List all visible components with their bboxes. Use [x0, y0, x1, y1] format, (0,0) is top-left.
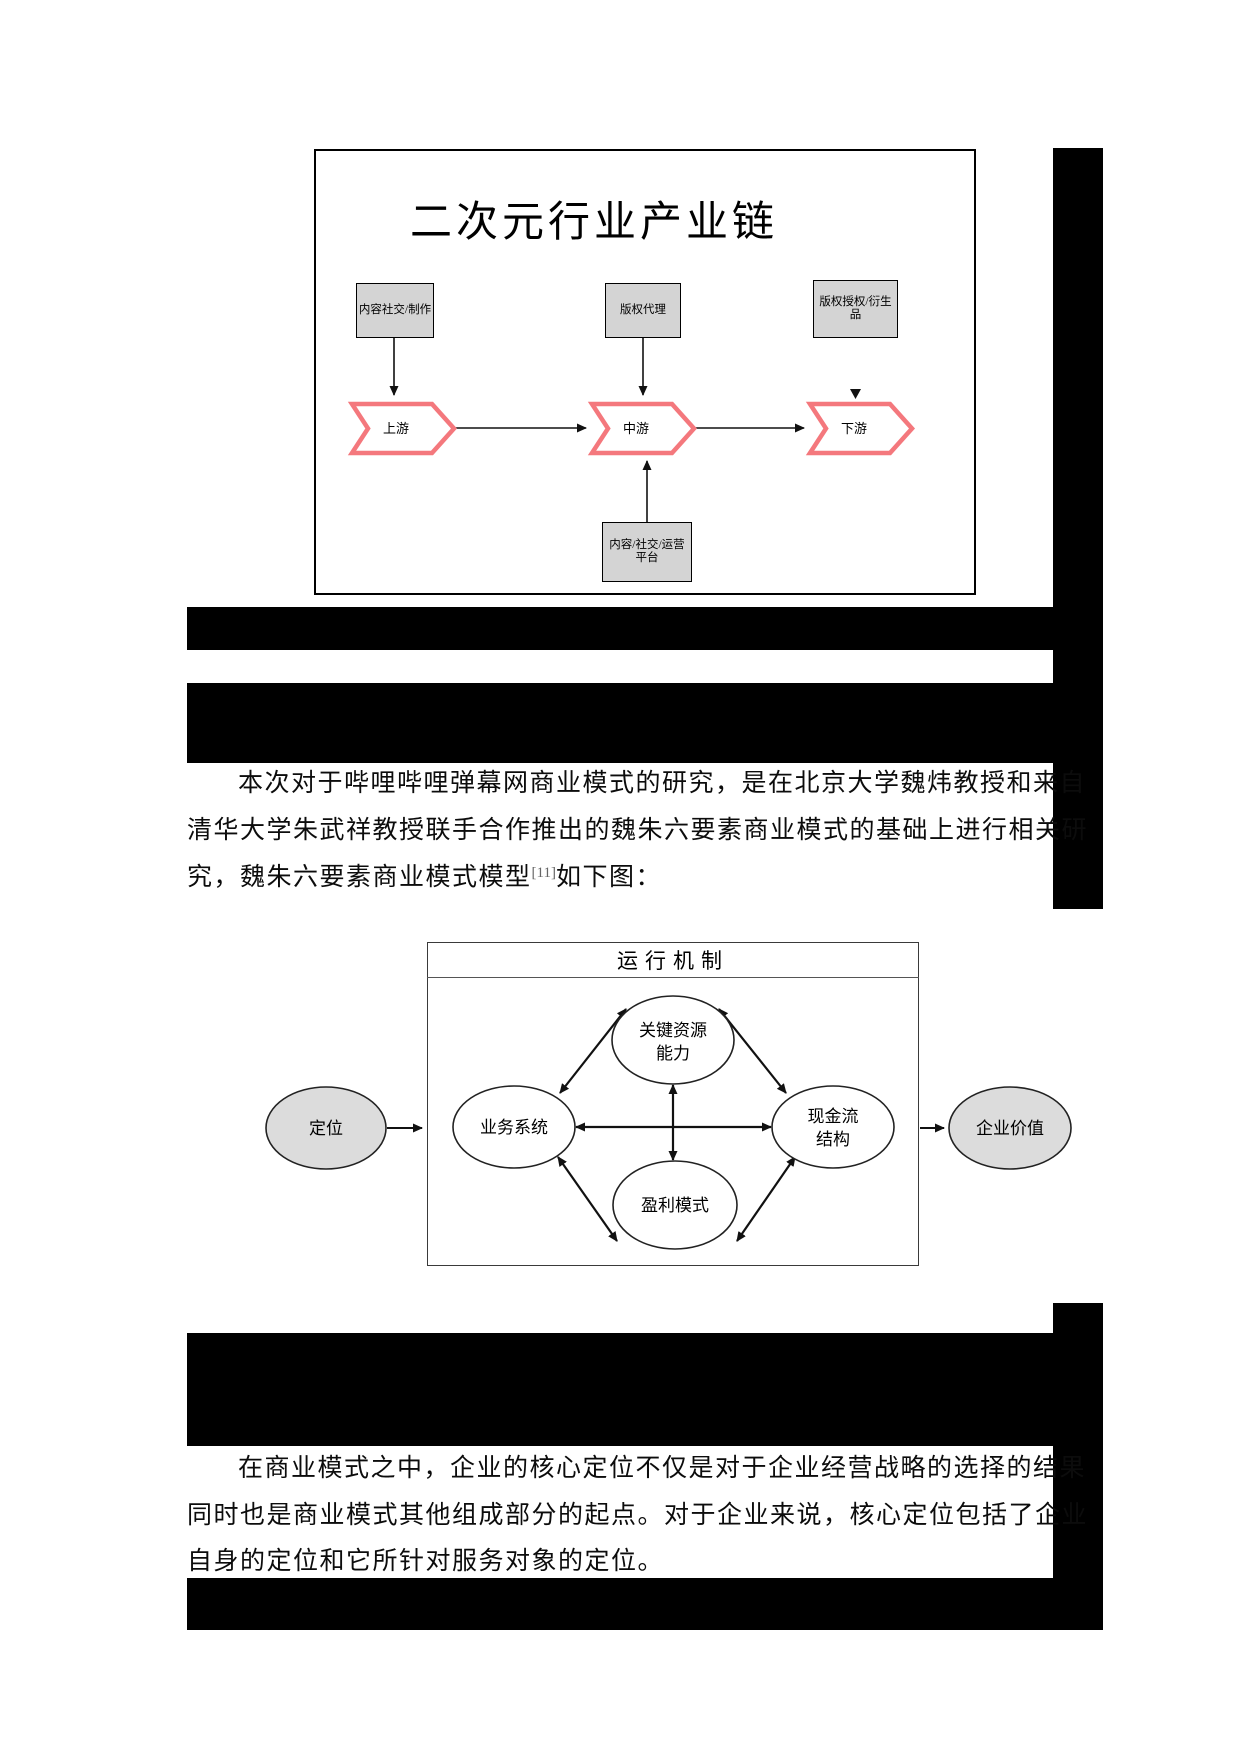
paragraph1-line3-tail: 如下图： — [555, 864, 662, 891]
node-enterprise-value — [948, 1086, 1072, 1170]
box-content-creation-label: 内容社交/制作 — [358, 304, 432, 316]
node-position-label: 定位 — [309, 1119, 343, 1138]
citation-ref-11: [11] — [531, 865, 556, 881]
business-model-title: 运行机制 — [617, 948, 729, 973]
box-copyright-agency: 版权代理 — [605, 283, 681, 338]
paragraph1-line1: 本次对于哔哩哔哩弹幕网商业模式的研究，是在北京大学魏炜教授和来自 — [238, 770, 1087, 797]
redaction-bar-right-top — [1053, 148, 1103, 909]
paragraph1-line2: 清华大学朱武祥教授联手合作推出的魏朱六要素商业模式的基础上进行相关研 — [187, 817, 1089, 844]
box-content-creation: 内容社交/制作 — [356, 283, 434, 338]
box-copyright-agency-label: 版权代理 — [620, 304, 666, 316]
industry-chain-title: 二次元行业产业链 — [409, 200, 778, 246]
paragraph2-line1: 在商业模式之中，企业的核心定位不仅是对于企业经营战略的选择的结果 — [238, 1455, 1087, 1482]
box-licensing-derivatives: 版权授权/衍生 品 — [813, 280, 898, 338]
redaction-bar-right-bottom — [1053, 1303, 1103, 1630]
redaction-strip-2 — [187, 1578, 1103, 1630]
paragraph1-line3-text: 究，魏朱六要素商业模式模型 — [187, 864, 532, 891]
business-model-diagram-frame — [427, 942, 919, 1266]
redaction-block-2 — [187, 1333, 1053, 1446]
node-enterprise-value-label: 企业价值 — [976, 1119, 1044, 1138]
paragraph1-line3: 究，魏朱六要素商业模式模型[11]如下图： — [187, 857, 1067, 893]
box-licensing-derivatives-label-line2: 品 — [849, 309, 862, 321]
redaction-strip-1 — [187, 607, 1053, 650]
box-platform-label-line2: 平台 — [635, 552, 659, 564]
box-content-social-operation-platform: 内容/社交/运营 平台 — [602, 522, 692, 582]
redaction-block-1 — [187, 683, 1053, 763]
box-platform-label-line1: 内容/社交/运营 — [609, 539, 685, 551]
box-licensing-derivatives-label-line1: 版权授权/衍生 — [819, 296, 892, 308]
node-position — [265, 1086, 387, 1170]
business-model-title-band: 运行机制 — [427, 942, 919, 978]
paragraph2-line3: 自身的定位和它所针对服务对象的定位。 — [187, 1548, 665, 1575]
industry-chain-diagram-frame — [314, 149, 976, 595]
paragraph2-line2: 同时也是商业模式其他组成部分的起点。对于企业来说，核心定位包括了企业 — [187, 1502, 1089, 1529]
